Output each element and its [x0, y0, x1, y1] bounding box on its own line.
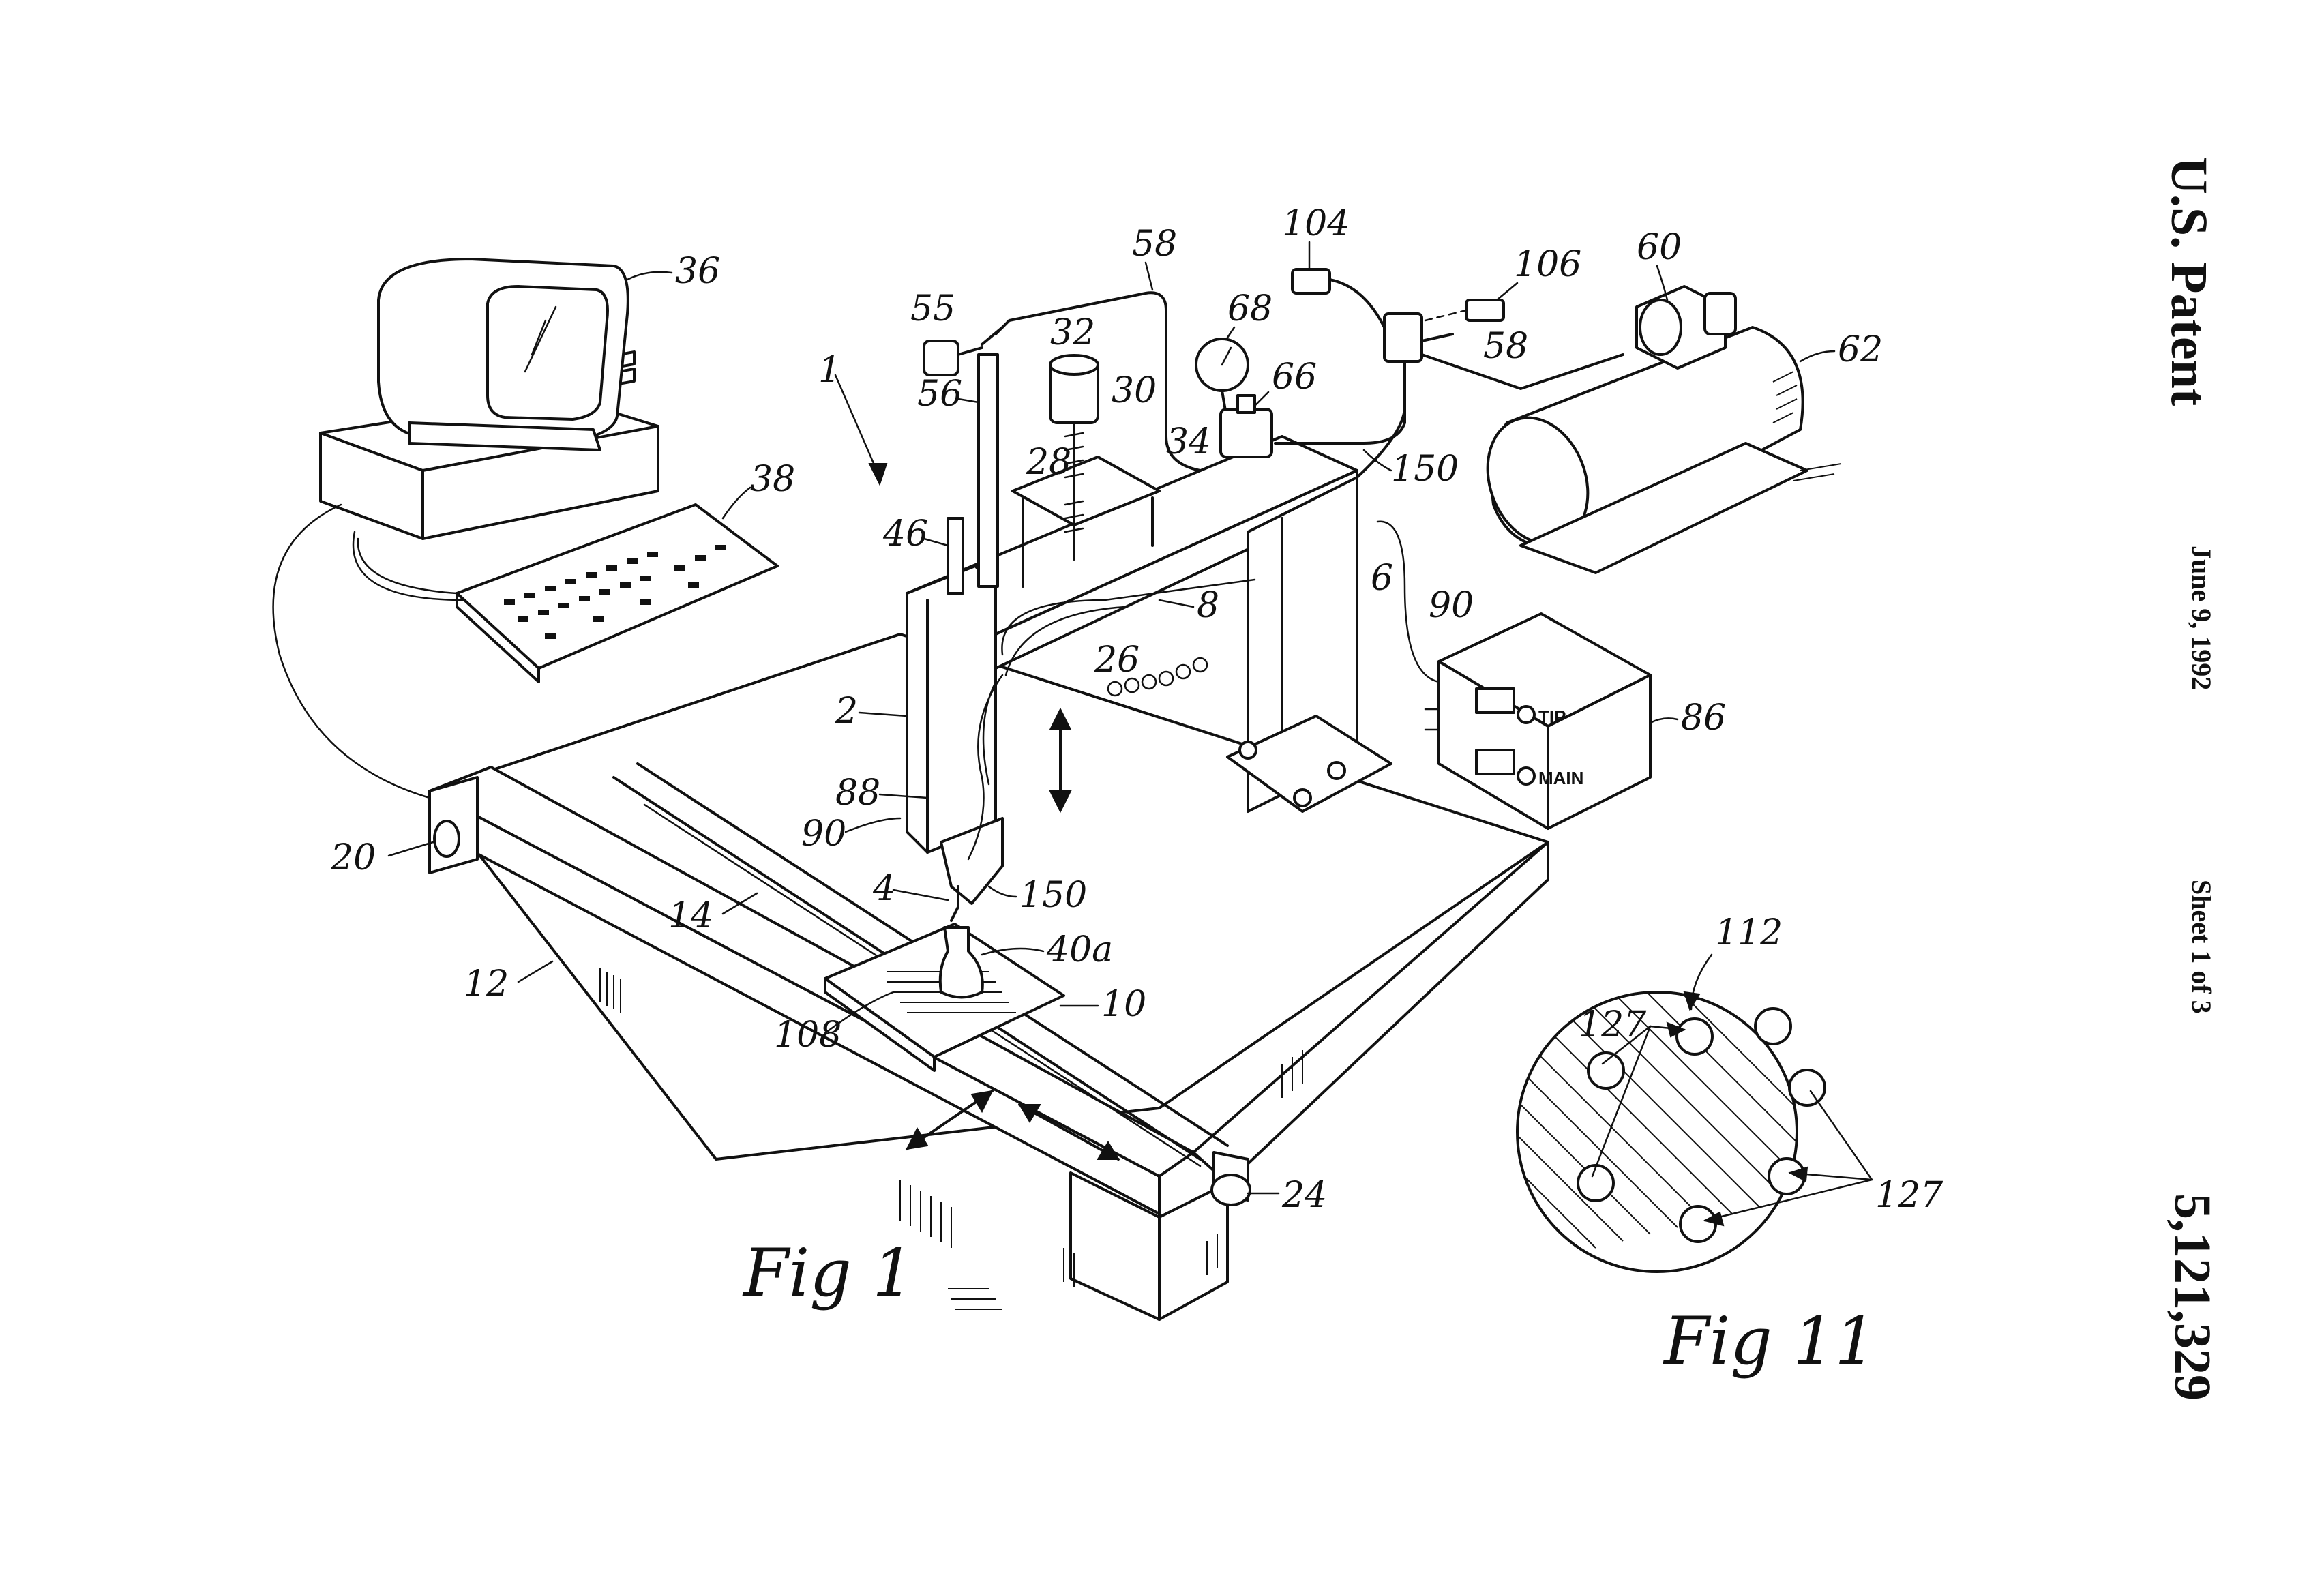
- ref-127b: 127: [1875, 1175, 1943, 1216]
- ref-127a: 127: [1579, 1004, 1647, 1045]
- bracket-28: [1011, 456, 1161, 526]
- heater-coil-26: [1107, 657, 1208, 697]
- cable-to-port-20: [272, 503, 431, 799]
- tip-label: TIP: [1538, 706, 1566, 727]
- ref-150a: 150: [1019, 875, 1087, 916]
- port-24: [1210, 1174, 1251, 1206]
- item-106: [1465, 299, 1505, 322]
- ref-4: 4: [872, 868, 895, 909]
- rail-end-front: [1158, 1182, 1229, 1321]
- patent-date: June 9, 1992: [2186, 546, 2217, 690]
- ref-40a: 40a: [1046, 929, 1113, 970]
- port-20: [433, 820, 460, 858]
- ref-46: 46: [882, 513, 928, 554]
- main-display: [1475, 749, 1515, 775]
- ref-2: 2: [835, 691, 858, 732]
- ref-66: 66: [1272, 357, 1317, 398]
- bore-hole-127: [1754, 1007, 1792, 1045]
- ref-56: 56: [917, 374, 962, 415]
- hose-8: [1001, 578, 1256, 656]
- keyboard-38: [456, 503, 779, 683]
- motion-arrow-x: [1018, 1103, 1120, 1161]
- pillar-foot: [1226, 715, 1392, 813]
- ref-14: 14: [668, 895, 713, 936]
- bore-hole-127: [1788, 1069, 1826, 1107]
- valve-55: [923, 340, 959, 376]
- bore-hole-127: [1577, 1164, 1615, 1202]
- patent-title: U.S. Patent: [2160, 157, 2218, 406]
- filter-unit: [1383, 312, 1423, 363]
- ref-12: 12: [464, 964, 509, 1004]
- ref-26: 26: [1094, 640, 1139, 681]
- bore-hole-127: [1679, 1205, 1717, 1243]
- ref-38: 38: [750, 459, 795, 500]
- ref-60: 60: [1637, 227, 1682, 268]
- computer-36: [319, 258, 659, 540]
- tube-56: [977, 353, 999, 588]
- build-platform-10: [824, 923, 1065, 1072]
- ref-24: 24: [1281, 1175, 1327, 1216]
- ref-68: 68: [1227, 288, 1272, 329]
- fig1-reference-numerals: 1 2 4 6 8 10 12 14 20 24 26 28 30 32 34 …: [330, 203, 1883, 1216]
- ref-108: 108: [774, 1015, 841, 1056]
- regulator-66: [1219, 408, 1273, 458]
- ref-1: 1: [818, 350, 841, 391]
- sheet-header: U.S. Patent June 9, 1992 Sheet 1 of 3 5,…: [2160, 157, 2221, 1401]
- gantry-frame: [906, 353, 1392, 922]
- sheet-number: Sheet 1 of 3: [2186, 880, 2217, 1014]
- ref-150b: 150: [1391, 449, 1459, 490]
- bore-hole-127: [1675, 1017, 1714, 1056]
- ref-20: 20: [330, 837, 376, 878]
- ref-36: 36: [675, 251, 720, 292]
- base-shading: [599, 968, 1303, 1310]
- ref-34: 34: [1166, 421, 1211, 462]
- tip-knob: [1517, 705, 1536, 724]
- ref-28: 28: [1026, 442, 1071, 483]
- tip-display: [1475, 687, 1515, 714]
- main-knob: [1517, 766, 1536, 786]
- ref-8: 8: [1197, 585, 1219, 626]
- ref-106: 106: [1514, 244, 1581, 285]
- ref-32: 32: [1050, 312, 1095, 353]
- ref-58a: 58: [1132, 224, 1177, 265]
- ref-86: 86: [1681, 698, 1726, 738]
- ref-90a: 90: [801, 814, 846, 854]
- ref-10: 10: [1101, 984, 1146, 1025]
- fig11-caption: Fig 11: [1663, 1303, 1876, 1379]
- keyboard-cable: [352, 531, 465, 601]
- fig1-caption: Fig 1: [742, 1235, 914, 1311]
- ref-112: 112: [1715, 912, 1783, 953]
- rod-46: [947, 517, 964, 595]
- ref-104: 104: [1282, 203, 1350, 244]
- ref-6: 6: [1371, 558, 1393, 599]
- air-compressor-62: [1486, 285, 1842, 574]
- ref-30: 30: [1112, 370, 1157, 411]
- temperature-controller-86: TIP MAIN: [1376, 520, 1652, 830]
- ref-58b: 58: [1483, 326, 1528, 367]
- air-supply-line-58: [923, 291, 1202, 472]
- ref-62: 62: [1838, 329, 1883, 370]
- ref-90b: 90: [1429, 585, 1474, 626]
- workpiece-40a: [938, 926, 984, 999]
- bore-hole-127: [1587, 1051, 1625, 1090]
- nozzle-assembly: [940, 817, 1004, 905]
- patent-number: 5,121,329: [2164, 1193, 2221, 1401]
- main-label: MAIN: [1538, 768, 1583, 788]
- ref-55: 55: [910, 288, 955, 329]
- ref-88: 88: [835, 773, 880, 814]
- fig11-outline: [1516, 991, 1798, 1273]
- monitor-screen: [486, 285, 609, 421]
- filter-104: [1291, 268, 1331, 295]
- pressure-regulator: [1195, 268, 1624, 479]
